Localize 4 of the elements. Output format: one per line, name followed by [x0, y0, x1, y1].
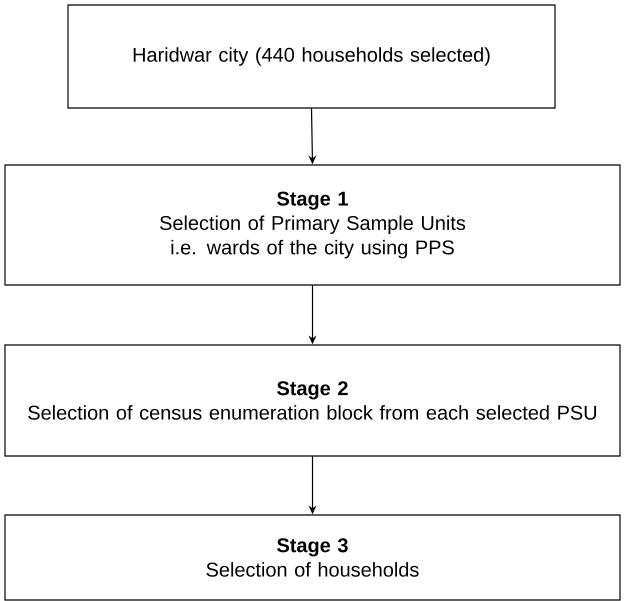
- process-box: Stage 3 Selection of households: [4, 514, 621, 601]
- process-box: Stage 1 Selection of Primary Sample Units i.e. wards of the city using PPS: [4, 164, 621, 286]
- process-box: Stage 2 Selection of census enumeration block from each selected PSU: [4, 344, 621, 457]
- process-box: Haridwar city (440 households selected): [67, 4, 556, 109]
